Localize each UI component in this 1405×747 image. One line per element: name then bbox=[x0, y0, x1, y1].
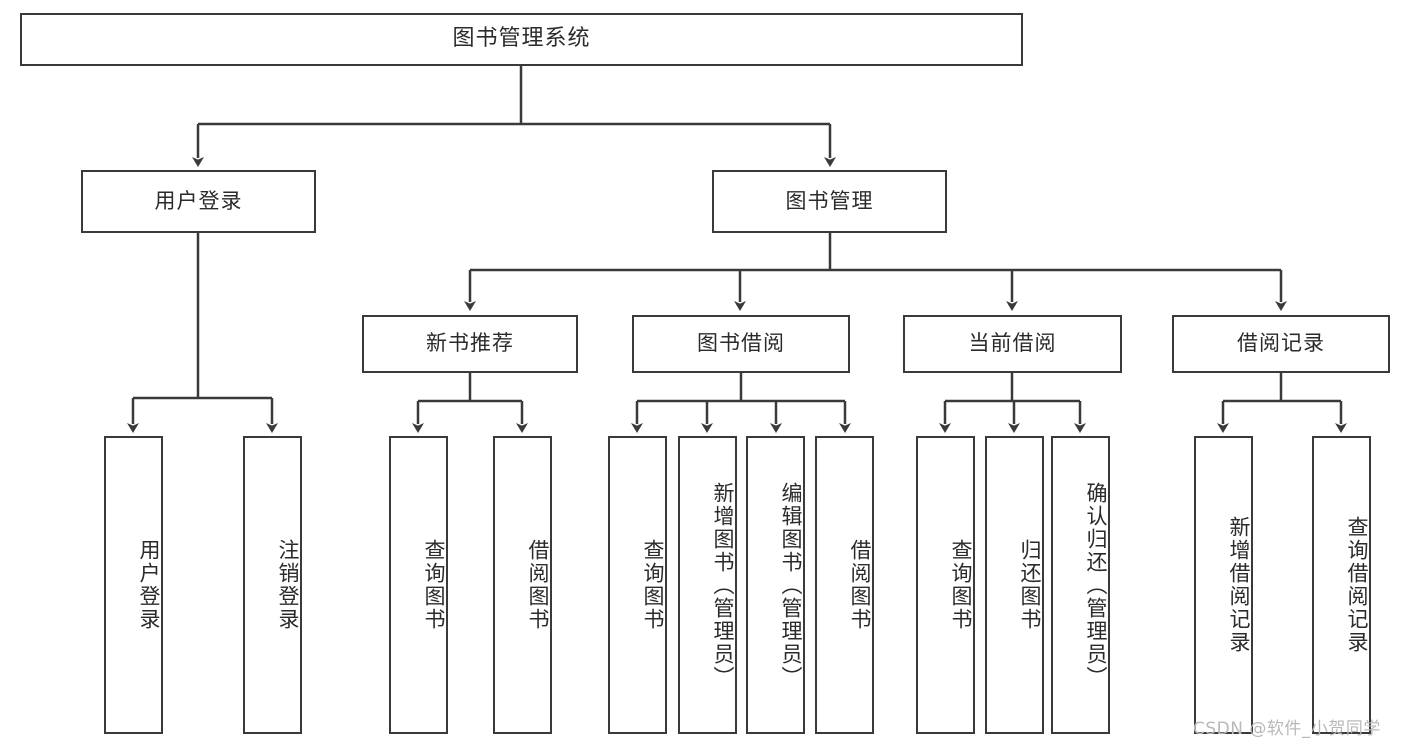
node-label: 注销登录 bbox=[276, 539, 300, 631]
leaf-query-book-new[interactable]: 查询图书 bbox=[389, 436, 448, 734]
node-label: 图书管理 bbox=[785, 188, 874, 213]
leaf-user-logout[interactable]: 注销登录 bbox=[243, 436, 302, 734]
node-label: 查询图书 bbox=[641, 539, 665, 631]
node-label: 新增图书（管理员） bbox=[711, 481, 735, 689]
leaf-query-borrow-record[interactable]: 查询借阅记录 bbox=[1312, 436, 1371, 734]
node-label: 新书推荐 bbox=[426, 331, 514, 356]
node-label: 借阅图书 bbox=[526, 539, 550, 631]
node-user-login[interactable]: 用户登录 bbox=[81, 170, 316, 233]
node-label: 图书借阅 bbox=[697, 331, 785, 356]
node-root-system[interactable]: 图书管理系统 bbox=[20, 13, 1023, 66]
leaf-user-login[interactable]: 用户登录 bbox=[104, 436, 163, 734]
node-book-management[interactable]: 图书管理 bbox=[712, 170, 947, 233]
node-label: 借阅图书 bbox=[848, 539, 872, 631]
node-label: 归还图书 bbox=[1018, 539, 1042, 631]
node-label: 借阅记录 bbox=[1237, 331, 1325, 356]
leaf-borrow-book[interactable]: 借阅图书 bbox=[815, 436, 874, 734]
node-book-borrow[interactable]: 图书借阅 bbox=[632, 315, 850, 373]
node-label: 用户登录 bbox=[154, 188, 243, 213]
node-label: 用户登录 bbox=[137, 539, 161, 631]
node-label: 查询借阅记录 bbox=[1345, 516, 1369, 654]
leaf-add-book-admin[interactable]: 新增图书（管理员） bbox=[678, 436, 737, 734]
node-label: 确认归还（管理员） bbox=[1084, 481, 1108, 689]
leaf-query-book[interactable]: 查询图书 bbox=[608, 436, 667, 734]
watermark-text: CSDN @软件_小贺同学 bbox=[1193, 719, 1381, 739]
leaf-edit-book-admin[interactable]: 编辑图书（管理员） bbox=[746, 436, 805, 734]
leaf-return-book[interactable]: 归还图书 bbox=[985, 436, 1044, 734]
node-label: 图书管理系统 bbox=[452, 26, 591, 52]
leaf-add-borrow-record[interactable]: 新增借阅记录 bbox=[1194, 436, 1253, 734]
node-current-borrow[interactable]: 当前借阅 bbox=[903, 315, 1122, 373]
leaf-confirm-return-admin[interactable]: 确认归还（管理员） bbox=[1051, 436, 1110, 734]
node-label: 新增借阅记录 bbox=[1227, 516, 1251, 654]
node-label: 查询图书 bbox=[949, 539, 973, 631]
node-new-book-recommend[interactable]: 新书推荐 bbox=[362, 315, 578, 373]
leaf-borrow-book-new[interactable]: 借阅图书 bbox=[493, 436, 552, 734]
node-label: 编辑图书（管理员） bbox=[779, 481, 803, 689]
node-label: 当前借阅 bbox=[968, 331, 1057, 356]
node-label: 查询图书 bbox=[422, 539, 446, 631]
node-borrow-record[interactable]: 借阅记录 bbox=[1172, 315, 1390, 373]
leaf-query-book-current[interactable]: 查询图书 bbox=[916, 436, 975, 734]
